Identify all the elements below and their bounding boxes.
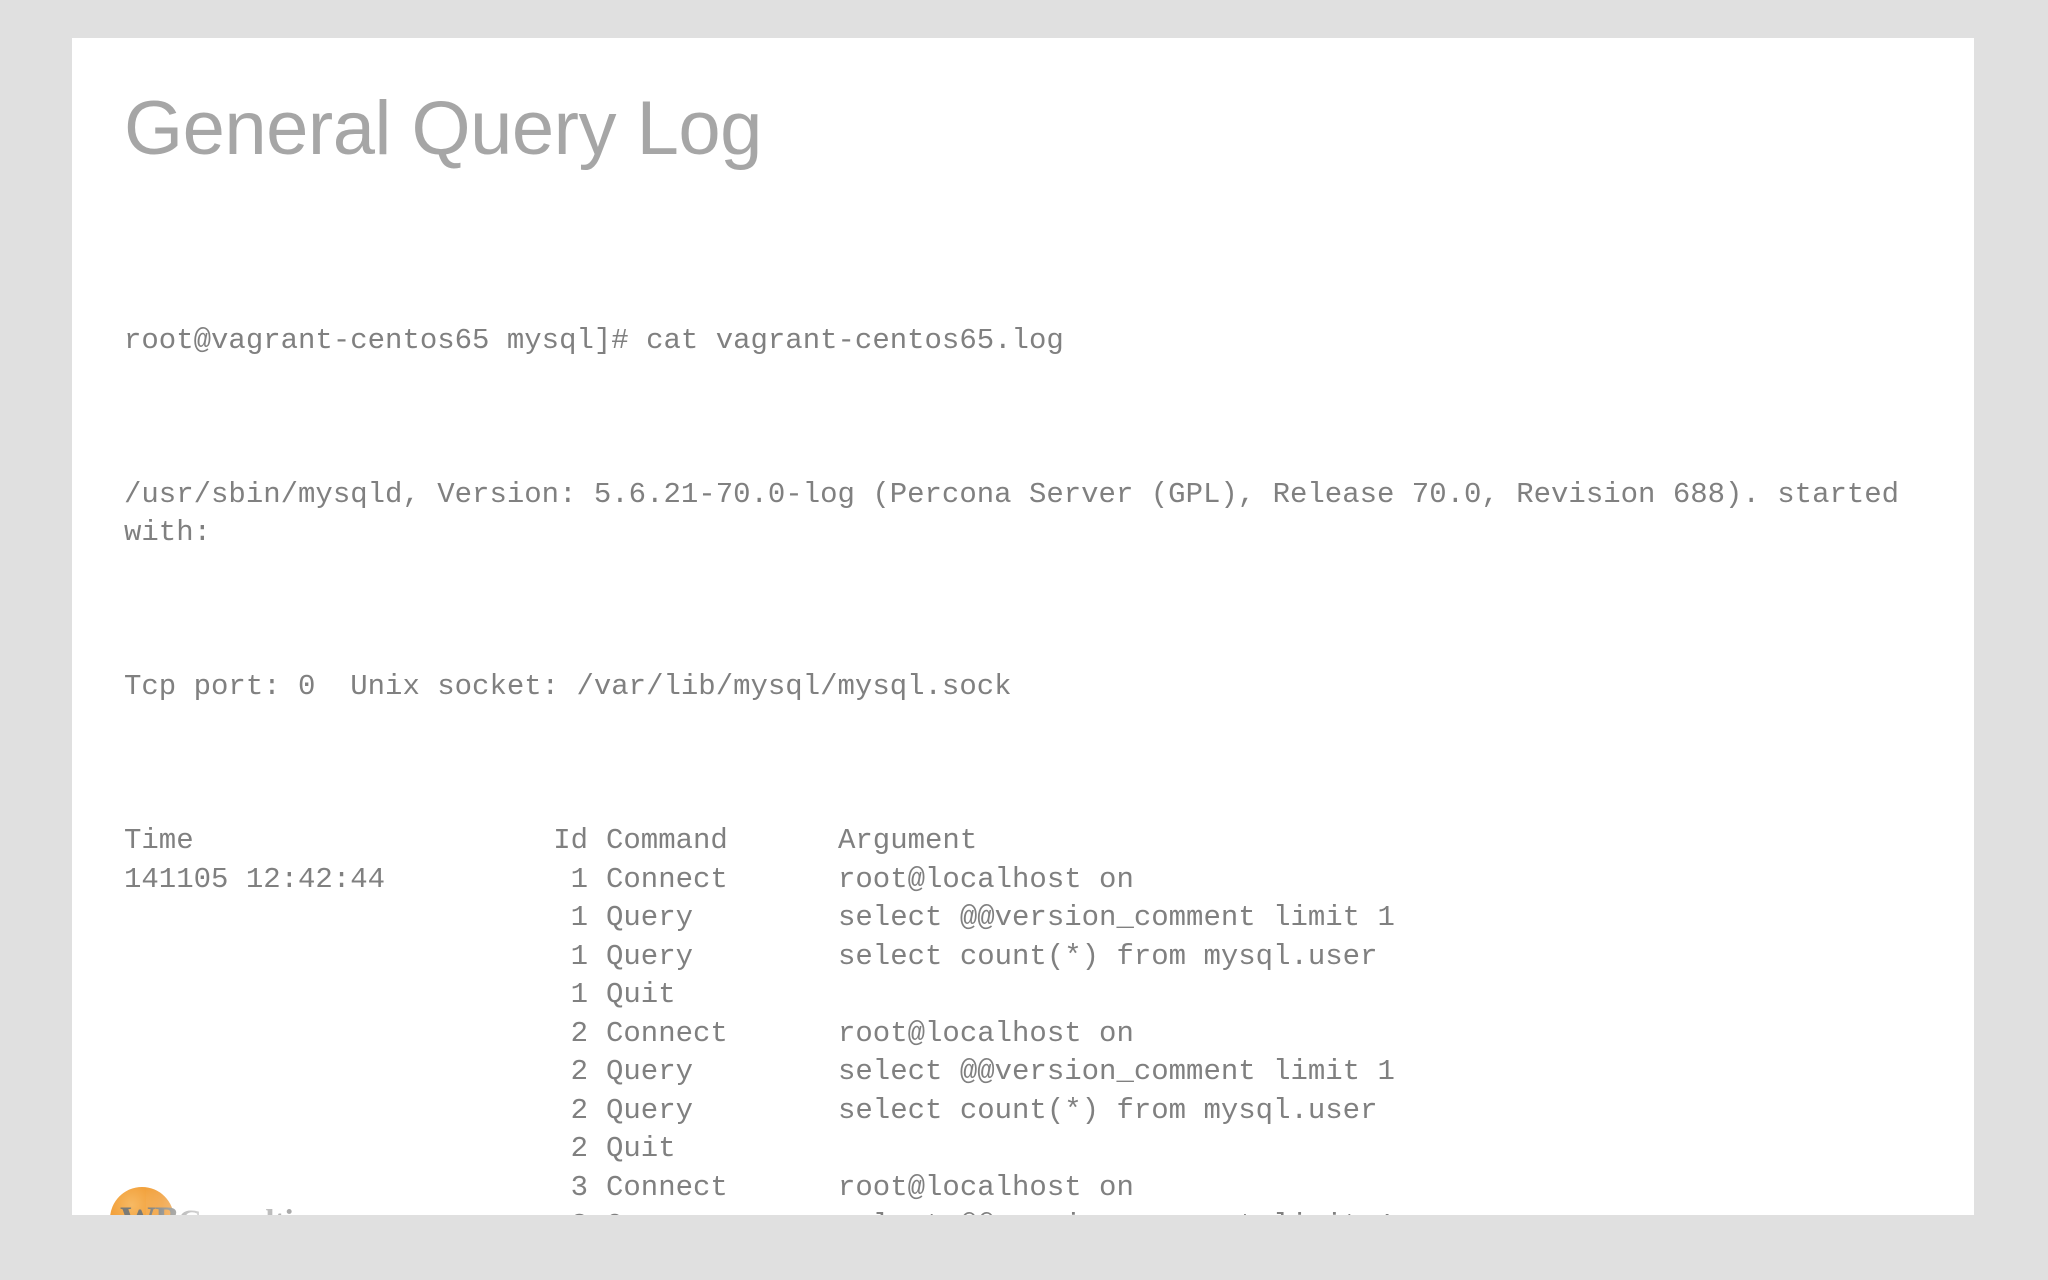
log-cell-argument: select @@version_comment limit 1 xyxy=(838,1207,1624,1215)
log-cell-command: Quit xyxy=(606,978,676,1011)
log-row: 2 Connect root@localhost on xyxy=(124,1015,1624,1054)
log-cell-id: 2 xyxy=(570,1132,588,1165)
log-row: 141105 12:42:44 1 Connect root@localhost on xyxy=(124,861,1624,900)
page-title: General Query Log xyxy=(124,86,762,171)
log-cell-argument: root@localhost on xyxy=(838,862,1134,896)
log-cell-command: Query xyxy=(606,1055,694,1088)
log-cell-argument: select count(*) from mysql.user xyxy=(838,1093,1378,1127)
logo-name-text: Consulting xyxy=(178,1203,328,1215)
log-cell-command: Quit xyxy=(606,1132,676,1165)
log-cell-argument: root@localhost on xyxy=(838,1170,1134,1204)
log-cell-command: Query xyxy=(588,1207,838,1215)
log-cell-id: 3 xyxy=(544,1207,588,1215)
log-row: 1 Quit xyxy=(124,976,1624,1015)
log-cell-argument xyxy=(838,1130,1624,1169)
log-output: root@vagrant-centos65 mysql]# cat vagran… xyxy=(124,206,1964,1216)
terminal-socket-line: Tcp port: 0 Unix socket: /var/lib/mysql/… xyxy=(124,670,1012,703)
log-row: 1 Query select count(*) from mysql.user xyxy=(124,938,1624,977)
log-table: Time Id Command Argument 141105 12:42:44… xyxy=(124,822,1624,1215)
log-cell-argument: select @@version_comment limit 1 xyxy=(838,1055,1395,1088)
log-cell-command: Connect xyxy=(606,1016,728,1050)
log-row: 2 Query select @@version_comment limit 1 xyxy=(124,1053,1624,1092)
log-cell-argument: select @@version_comment limit 1 xyxy=(838,901,1395,934)
log-cell-time xyxy=(124,1053,544,1092)
log-cell-command: Query xyxy=(606,939,694,973)
log-cell-time: 141105 12:42:44 xyxy=(124,862,386,896)
log-cell-time xyxy=(124,899,544,938)
terminal-version-line: /usr/sbin/mysqld, Version: 5.6.21-70.0-l… xyxy=(124,477,1917,550)
log-cell-argument: select count(*) from mysql.user xyxy=(838,939,1378,973)
log-header-id: Id xyxy=(553,824,588,857)
log-cell-id: 1 xyxy=(570,862,588,896)
log-cell-argument xyxy=(838,976,1624,1015)
log-header-row: Time Id Command Argument xyxy=(124,822,1624,861)
log-row: 3 Connect root@localhost on xyxy=(124,1169,1624,1208)
log-cell-id: 2 xyxy=(570,1016,588,1050)
log-cell-command: Connect xyxy=(606,862,728,896)
log-cell-command: Connect xyxy=(606,1170,728,1204)
log-row: 1 Query select @@version_comment limit 1 xyxy=(124,899,1624,938)
log-header-argument: Argument xyxy=(838,824,978,857)
log-header-time: Time xyxy=(124,824,194,857)
log-row: 2 Quit xyxy=(124,1130,1624,1169)
terminal-prompt-line: root@vagrant-centos65 mysql]# cat vagran… xyxy=(124,323,1064,357)
logo-mark-text: WB xyxy=(120,1199,179,1215)
log-header-command: Command xyxy=(606,824,728,857)
log-cell-id: 1 xyxy=(570,901,588,934)
log-cell-id: 3 xyxy=(570,1170,588,1204)
log-cell-time xyxy=(124,1015,544,1054)
log-cell-command: Query xyxy=(606,901,694,934)
log-cell-time xyxy=(124,938,544,977)
log-cell-argument: root@localhost on xyxy=(838,1016,1134,1050)
log-cell-command: Query xyxy=(606,1093,694,1127)
log-row: 2 Query select count(*) from mysql.user xyxy=(124,1092,1624,1131)
logo: WB Consulting xyxy=(106,1183,366,1215)
slide: General Query Log root@vagrant-centos65 … xyxy=(72,38,1974,1215)
log-row: 3Queryselect @@version_comment limit 1 xyxy=(124,1207,1624,1215)
log-cell-id: 1 xyxy=(570,978,588,1011)
log-cell-id: 1 xyxy=(570,939,588,973)
log-cell-time xyxy=(124,1130,544,1169)
log-cell-id: 2 xyxy=(570,1093,588,1127)
log-cell-time xyxy=(124,976,544,1015)
log-cell-id: 2 xyxy=(570,1055,588,1088)
log-cell-time xyxy=(124,1092,544,1131)
